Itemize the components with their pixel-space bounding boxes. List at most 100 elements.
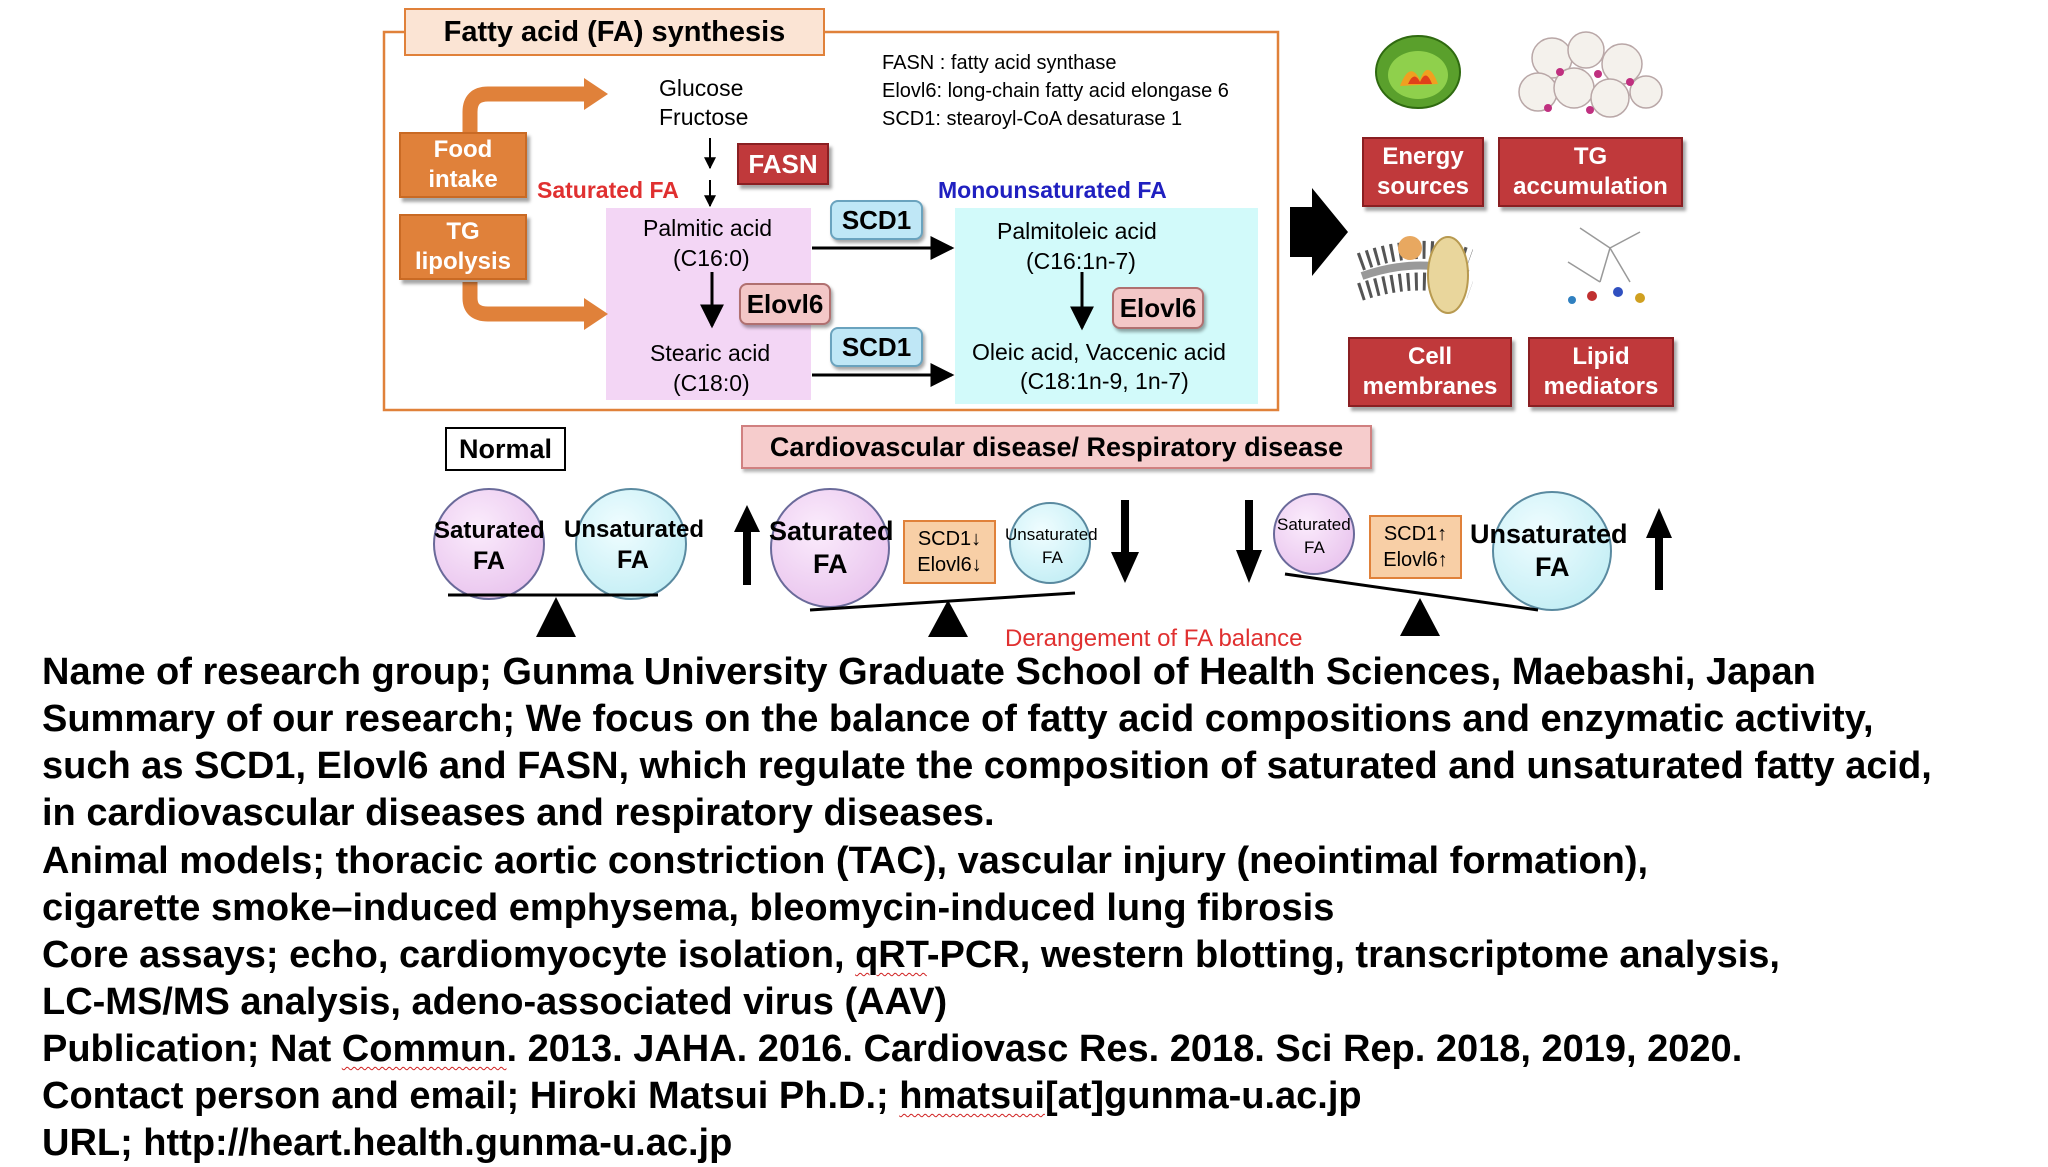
- legend-elovl6: Elovl6: long-chain fatty acid elongase 6: [882, 80, 1229, 102]
- oleic-acid: Oleic acid, Vaccenic acid: [972, 339, 1226, 365]
- fasn-box: FASN: [737, 143, 829, 185]
- light-unsaturated-circle: [1009, 502, 1091, 584]
- contact-a: Contact person and email; Hiroki Matsui …: [42, 1075, 900, 1117]
- disease-label: Cardiovascular disease/ Respiratory dise…: [769, 431, 1344, 462]
- food-intake-box: Food intake: [399, 132, 527, 198]
- saturated-fa-label: Saturated FA: [537, 177, 679, 203]
- up-arrow-right: [1646, 508, 1672, 590]
- contact-hmatsui: hmatsui: [899, 1075, 1045, 1117]
- core-assays-line1: Core assays; echo, cardiomyocyte isolati…: [42, 932, 1780, 979]
- scd1-down: SCD1↓: [917, 528, 982, 550]
- normal-sat-text1: Saturated: [434, 517, 545, 544]
- food-intake-line1: Food: [433, 136, 493, 163]
- synthesis-title-text: Fatty acid (FA) synthesis: [443, 15, 786, 48]
- synthesis-frame: [382, 30, 1280, 412]
- cell-membranes-box: Cell membranes: [1348, 337, 1512, 407]
- heavy-uns-text1: Unsaturated: [1470, 519, 1628, 549]
- scd1-elovl6-up-box: SCD1↑ Elovl6↑: [1369, 515, 1462, 579]
- synthesis-title: Fatty acid (FA) synthesis: [404, 8, 825, 56]
- tg-lipolysis-box: TG lipolysis: [399, 214, 527, 280]
- tg-accumulation-box: TG accumulation: [1498, 137, 1683, 207]
- scd1-up: SCD1↑: [1383, 523, 1448, 545]
- publication-c: . 2013. JAHA. 2016. Cardiovasc Res. 2018…: [506, 1028, 1743, 1070]
- scd1-box-top: SCD1: [830, 200, 923, 240]
- balance-saturated-heavy: [734, 488, 1139, 637]
- tg-lipolysis-line1: TG: [446, 218, 480, 245]
- core-assays-qrt: qRT: [855, 934, 927, 976]
- energy-line2: sources: [1376, 173, 1470, 200]
- down-arrow-right: [1236, 500, 1262, 583]
- up-arrow-left: [734, 505, 760, 585]
- palmitoleic-acid: Palmitoleic acid: [997, 218, 1157, 244]
- palmitic-formula: (C16:0): [673, 245, 750, 271]
- scd1-box-bottom: SCD1: [830, 327, 923, 367]
- legend-scd1: SCD1: stearoyl-CoA desaturase 1: [882, 108, 1183, 130]
- heavy-saturated-circle: [770, 488, 890, 608]
- source-fructose: Fructose: [659, 104, 749, 130]
- palmitoleic-formula: (C16:1n-7): [1026, 248, 1136, 274]
- elovl6-up: Elovl6↑: [1383, 549, 1448, 571]
- light-uns-text1: Unsaturated: [1005, 525, 1098, 544]
- lipid-mediators-box: Lipid mediators: [1528, 337, 1674, 407]
- url-line: URL; http://heart.health.gunma-u.ac.jp: [42, 1122, 733, 1164]
- energy-sources-box: Energy sources: [1362, 137, 1484, 207]
- normal-fulcrum: [536, 597, 576, 637]
- scd1-label-bottom: SCD1: [841, 331, 912, 362]
- light-sat-text1: Saturated: [1277, 515, 1351, 534]
- big-right-arrow: [1290, 188, 1348, 276]
- scd1-elovl6-down-box: SCD1↓ Elovl6↓: [903, 520, 996, 584]
- palmitic-acid: Palmitic acid: [643, 215, 773, 241]
- normal-uns-text2: FA: [617, 546, 649, 574]
- heavy-unsaturated-circle: [1492, 491, 1612, 611]
- fulcrum-left: [928, 600, 968, 637]
- heavy-sat-text1: Saturated: [769, 516, 894, 546]
- lipid-mediators-icon: [1567, 227, 1645, 304]
- publication-a: Publication; Nat: [42, 1028, 342, 1070]
- summary-line3: in cardiovascular diseases and respirato…: [42, 792, 995, 834]
- disease-label-box: Cardiovascular disease/ Respiratory dise…: [741, 425, 1372, 469]
- diagram-graphics: [382, 30, 1672, 637]
- heavy-sat-text2: FA: [813, 549, 848, 579]
- contact-c: [at]gunma-u.ac.jp: [1044, 1075, 1362, 1117]
- derangement-label: Derangement of FA balance: [1005, 625, 1303, 652]
- lipid-line1: Lipid: [1572, 343, 1630, 370]
- summary-line2: such as SCD1, Elovl6 and FASN, which reg…: [42, 745, 1932, 787]
- elovl6-label-left: Elovl6: [746, 288, 824, 319]
- core-assays-1c: -PCR, western blotting, transcriptome an…: [926, 934, 1780, 976]
- normal-label: Normal: [458, 433, 553, 464]
- light-sat-text2: FA: [1304, 538, 1325, 557]
- monounsaturated-panel: [955, 208, 1258, 404]
- scd1-label-top: SCD1: [841, 204, 912, 235]
- tg-accum-line2: accumulation: [1513, 173, 1668, 200]
- cell-line2: membranes: [1362, 373, 1498, 400]
- tilted-beam-right: [1284, 572, 1539, 612]
- animal-models-line2: cigarette smoke–induced emphysema, bleom…: [42, 887, 1335, 929]
- oleic-formula: (C18:1n-9, 1n-7): [1020, 368, 1189, 394]
- normal-label-box: Normal: [445, 427, 566, 471]
- food-intake-line2: intake: [428, 166, 498, 193]
- stearic-acid: Stearic acid: [650, 340, 771, 366]
- core-assays-1a: Core assays; echo, cardiomyocyte isolati…: [42, 934, 856, 976]
- tg-accum-line1: TG: [1573, 143, 1608, 170]
- elovl6-box-left: Elovl6: [739, 283, 831, 325]
- normal-uns-text1: Unsaturated: [564, 516, 705, 543]
- fulcrum-right: [1400, 598, 1440, 636]
- source-glucose: Glucose: [659, 75, 744, 101]
- tilted-beam-left: [809, 591, 1076, 612]
- energy-line1: Energy: [1382, 143, 1464, 170]
- monounsaturated-fa-label: Monounsaturated FA: [938, 177, 1167, 203]
- elovl6-down: Elovl6↓: [917, 554, 982, 576]
- fasn-label: FASN: [748, 149, 818, 179]
- elovl6-label-right: Elovl6: [1119, 292, 1197, 323]
- summary-group: Name of research group; Gunma University…: [42, 651, 1816, 693]
- heavy-uns-text2: FA: [1535, 552, 1570, 582]
- cell-membrane-icon: [1356, 236, 1474, 314]
- lipid-line2: mediators: [1543, 373, 1659, 400]
- orange-arrows: [462, 78, 608, 330]
- contact-line: Contact person and email; Hiroki Matsui …: [42, 1073, 1362, 1120]
- stearic-formula: (C18:0): [673, 370, 750, 396]
- light-saturated-circle: [1273, 493, 1355, 575]
- normal-unsaturated-circle: [575, 488, 687, 600]
- core-assays-line2: LC-MS/MS analysis, adeno-associated viru…: [42, 981, 948, 1023]
